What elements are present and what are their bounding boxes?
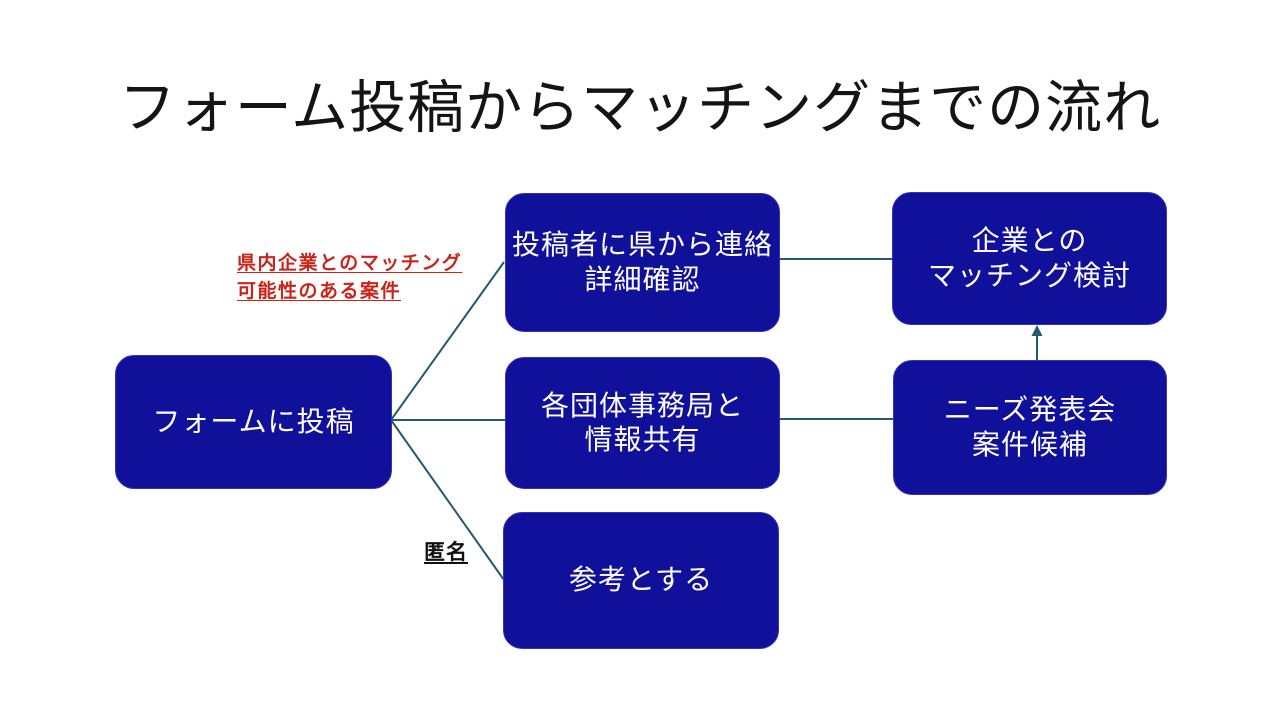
flow-box-contact-line1: 投稿者に県から連絡 [511, 229, 773, 261]
flow-box-form: フォームに投稿 [115, 355, 392, 489]
note-matching-candidate-line1: 県内企業とのマッチング [237, 253, 463, 274]
flow-box-share-line1: 各団体事務局と [540, 389, 744, 421]
connector-form-to-contact [390, 261, 505, 421]
flow-box-reference: 参考とする [503, 512, 779, 649]
flow-box-contact-line2: 詳細確認 [584, 263, 701, 295]
note-anonymous: 匿名 [424, 536, 468, 566]
flow-box-reference-label: 参考とする [568, 564, 714, 596]
flow-box-needs-line2: 案件候補 [971, 428, 1088, 460]
flow-box-matching-line1: 企業との [971, 225, 1088, 257]
note-matching-candidate-line2: 可能性のある案件 [237, 280, 402, 302]
note-anonymous-label: 匿名 [424, 541, 468, 564]
flow-box-share-line2: 情報共有 [584, 424, 701, 455]
flow-box-contact: 投稿者に県から連絡 詳細確認 [505, 193, 780, 332]
note-matching-candidate: 県内企業とのマッチング 可能性のある案件 [237, 250, 462, 305]
flow-box-matching-line2: マッチング検討 [927, 259, 1131, 291]
flow-box-form-label: フォームに投稿 [152, 405, 355, 437]
flow-box-share: 各団体事務局と 情報共有 [505, 357, 780, 489]
slide-title: フォーム投稿からマッチングまでの流れ [118, 76, 1162, 140]
flow-box-needs: ニーズ発表会 案件候補 [893, 360, 1167, 495]
connector-form-to-reference [390, 419, 505, 581]
arrow-up-icon [1031, 325, 1043, 336]
flow-box-matching: 企業との マッチング検討 [892, 192, 1167, 325]
flow-box-needs-line1: ニーズ発表会 [943, 394, 1117, 426]
